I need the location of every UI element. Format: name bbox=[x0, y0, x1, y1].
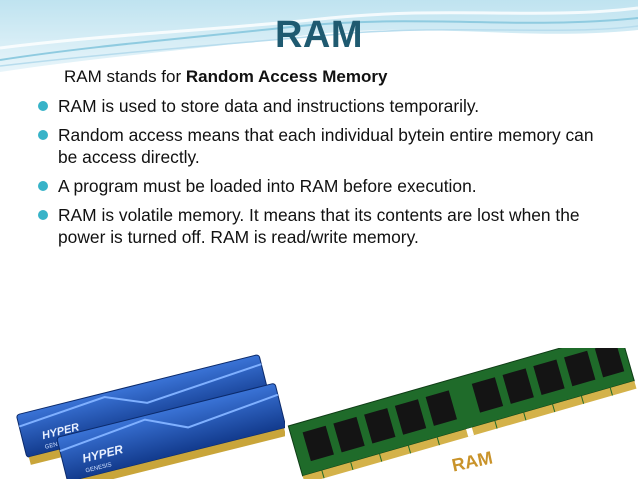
bullet-item: RAM is volatile memory. It means that it… bbox=[36, 204, 616, 248]
bullet-item: Random access means that each individual… bbox=[36, 124, 616, 168]
bullet-text: RAM is volatile memory. It means that it… bbox=[58, 205, 580, 247]
bullet-item: A program must be loaded into RAM before… bbox=[36, 175, 616, 197]
bullet-text: A program must be loaded into RAM before… bbox=[58, 176, 477, 196]
subtitle-bold: Random Access Memory bbox=[185, 67, 388, 86]
bullet-dot-icon bbox=[38, 181, 48, 191]
hyperx-ram-modules-image: HYPER GENESIS HYPER GENESIS bbox=[16, 354, 285, 479]
bullet-list: RAM is used to store data and instructio… bbox=[36, 95, 616, 255]
bullet-text: Random access means that each individual… bbox=[58, 125, 594, 167]
ram-handwritten-label: RAM bbox=[450, 447, 494, 475]
subtitle: RAM stands for Random Access Memory bbox=[64, 67, 387, 87]
bullet-dot-icon bbox=[38, 101, 48, 111]
bullet-dot-icon bbox=[38, 210, 48, 220]
header-wave-decoration bbox=[0, 0, 638, 72]
subtitle-text: RAM stands for bbox=[64, 67, 186, 86]
bullet-dot-icon bbox=[38, 130, 48, 140]
slide-title: RAM bbox=[274, 14, 364, 56]
bullet-item: RAM is used to store data and instructio… bbox=[36, 95, 616, 117]
ram-stick-image: RAM bbox=[287, 348, 637, 479]
bullet-text: RAM is used to store data and instructio… bbox=[58, 96, 480, 116]
